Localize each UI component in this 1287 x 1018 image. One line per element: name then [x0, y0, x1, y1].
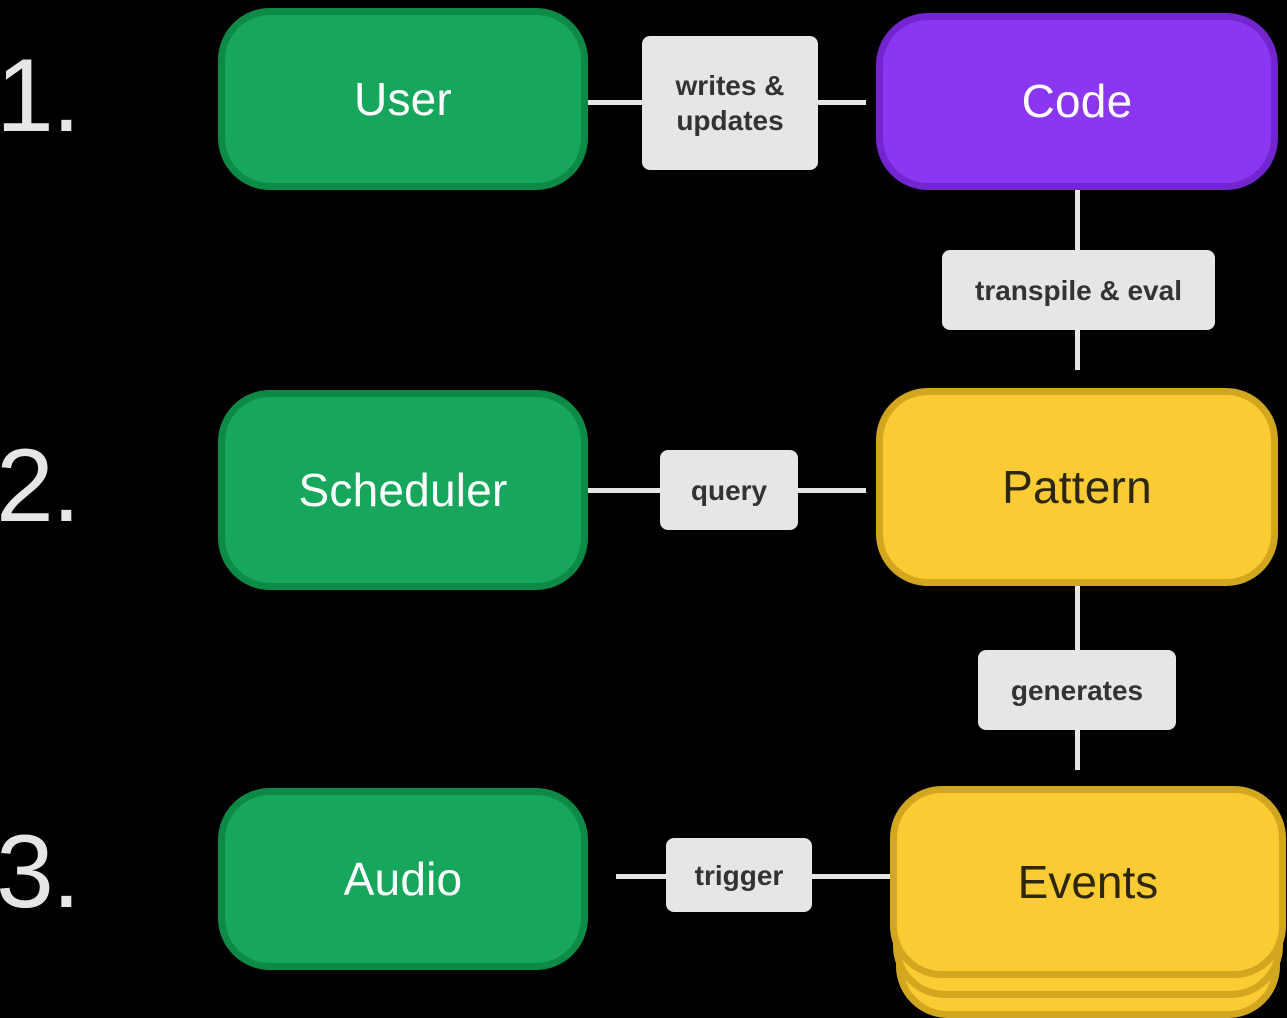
node-user-label: User — [354, 72, 452, 125]
node-user[interactable]: User — [218, 8, 588, 190]
edge-events-to-audio-line-left — [616, 874, 672, 879]
step-number-3: 3. — [0, 814, 81, 930]
node-code-label: Code — [1021, 75, 1133, 128]
edge-scheduler-to-pattern-line-right — [798, 488, 866, 493]
edge-pattern-to-events-line-bottom — [1075, 728, 1080, 770]
edge-events-to-audio-line-right — [810, 874, 892, 879]
edge-scheduler-to-pattern-line-left — [588, 488, 660, 493]
edge-code-to-pattern-line-bottom — [1075, 328, 1080, 370]
edge-label-trigger: trigger — [666, 838, 812, 912]
edge-pattern-to-events-line-top — [1075, 586, 1080, 650]
node-scheduler[interactable]: Scheduler — [218, 390, 588, 590]
step-number-1: 1. — [0, 38, 81, 154]
node-code[interactable]: Code — [876, 13, 1278, 190]
edge-label-writes-updates: writes & updates — [642, 36, 818, 170]
node-pattern[interactable]: Pattern — [876, 388, 1278, 586]
edge-code-to-pattern-line-top — [1075, 190, 1080, 252]
edge-label-query: query — [660, 450, 798, 530]
node-events-label: Events — [1017, 855, 1159, 908]
step-number-2: 2. — [0, 428, 81, 544]
edge-user-to-code-line-left — [588, 100, 644, 105]
edge-user-to-code-line-right — [818, 100, 866, 105]
node-events[interactable]: Events — [890, 786, 1286, 1018]
node-audio[interactable]: Audio — [218, 788, 588, 970]
edge-label-transpile-eval: transpile & eval — [942, 250, 1215, 330]
edge-label-generates: generates — [978, 650, 1176, 730]
node-pattern-label: Pattern — [1002, 460, 1152, 513]
node-scheduler-label: Scheduler — [298, 463, 508, 516]
node-audio-label: Audio — [343, 852, 463, 905]
node-events-stack-layer-1: Events — [890, 786, 1286, 978]
